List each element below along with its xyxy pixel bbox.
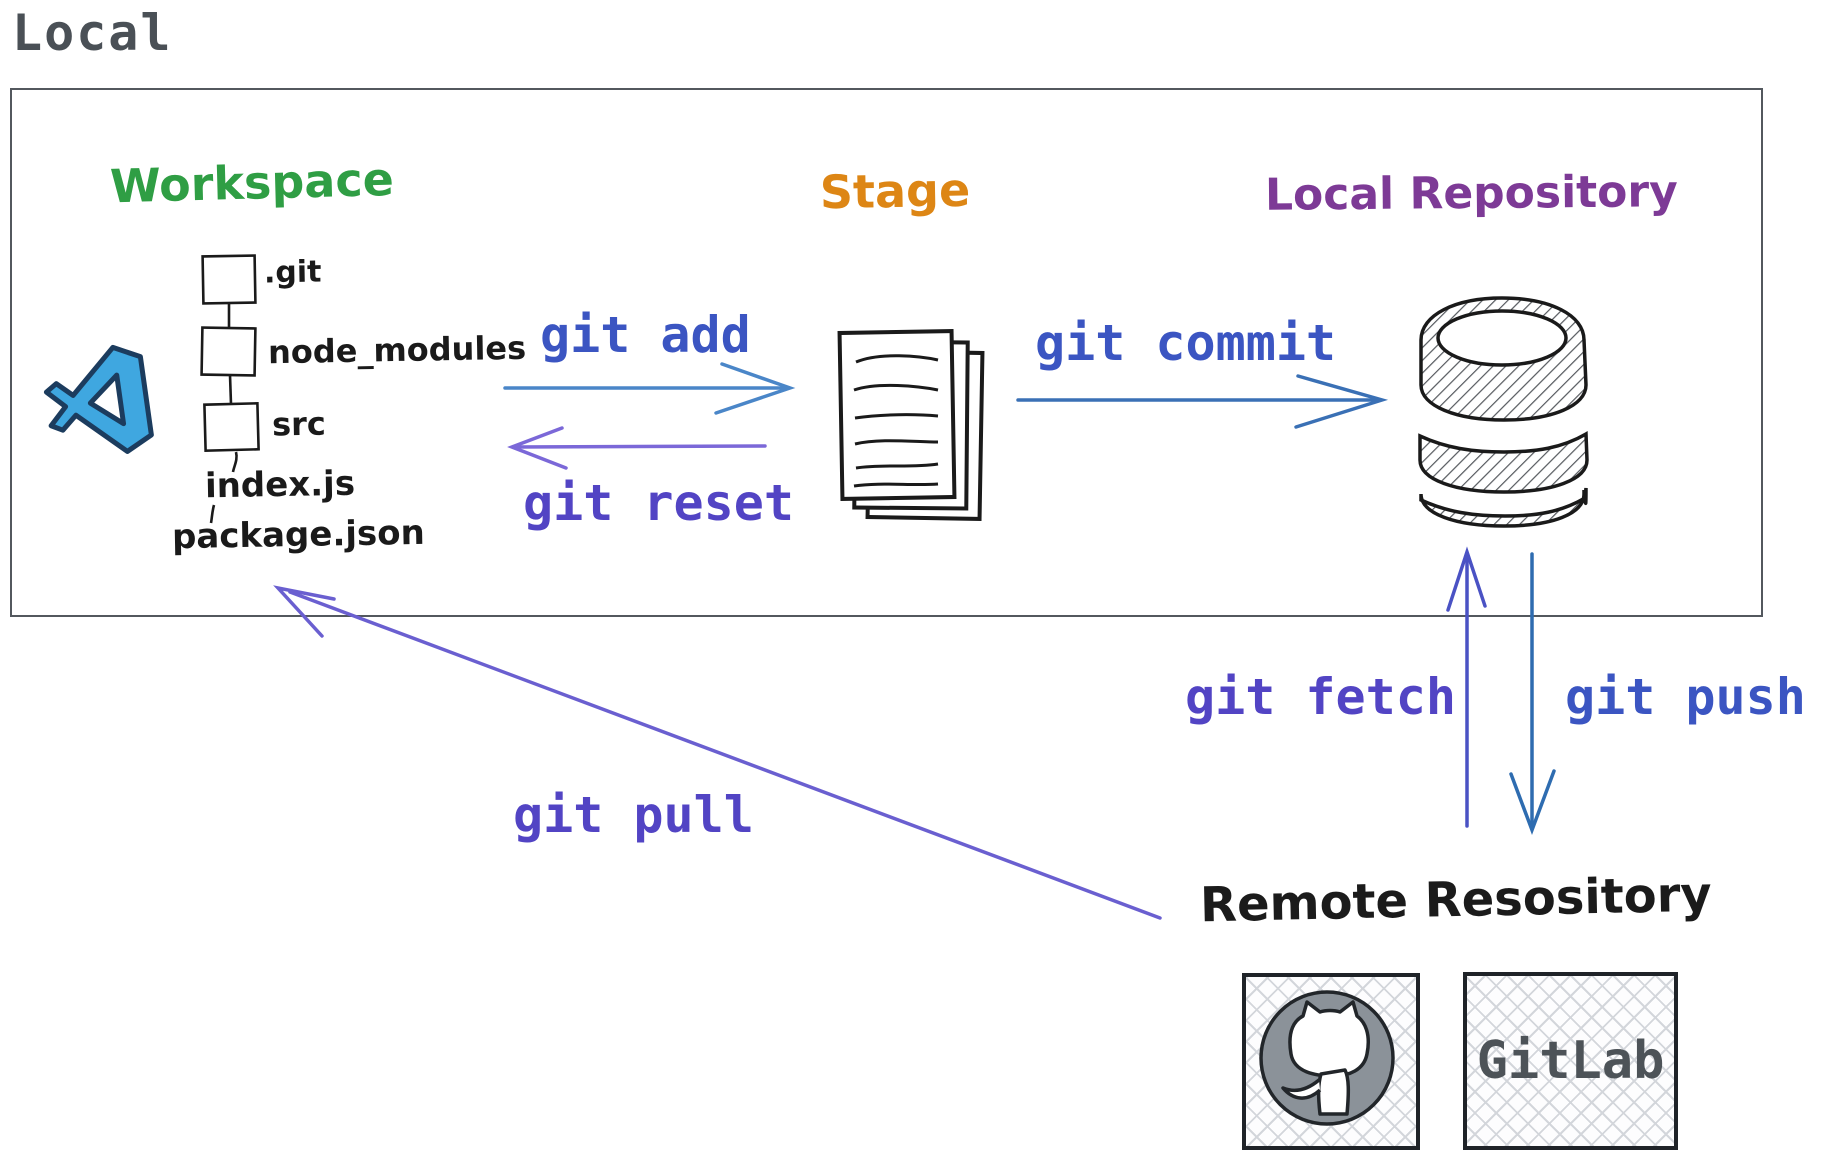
github-octocat-icon	[1259, 990, 1395, 1126]
git-add-label: git add	[540, 306, 751, 364]
database-cylinder-icon	[1418, 296, 1589, 528]
staged-documents-icon	[837, 329, 985, 521]
git-pull-arrow	[273, 585, 1162, 920]
local-section-title: Local	[12, 4, 173, 62]
git-push-arrow	[1509, 552, 1556, 835]
gitlab-label: GitLab	[1476, 1031, 1665, 1091]
git-fetch-label: git fetch	[1185, 668, 1456, 726]
git-commit-label: git commit	[1035, 314, 1337, 372]
git-commit-arrow	[1016, 374, 1389, 429]
git-push-label: git push	[1565, 668, 1806, 726]
git-fetch-arrow	[1446, 546, 1487, 828]
git-reset-arrow	[507, 426, 767, 470]
git-pull-label: git pull	[513, 786, 754, 844]
file-tree-icon	[200, 254, 260, 524]
local-section-box	[10, 88, 1763, 617]
git-reset-label: git reset	[523, 474, 794, 532]
vscode-icon	[43, 344, 154, 454]
gitlab-provider-box: GitLab	[1463, 972, 1678, 1150]
git-add-arrow	[503, 362, 796, 415]
